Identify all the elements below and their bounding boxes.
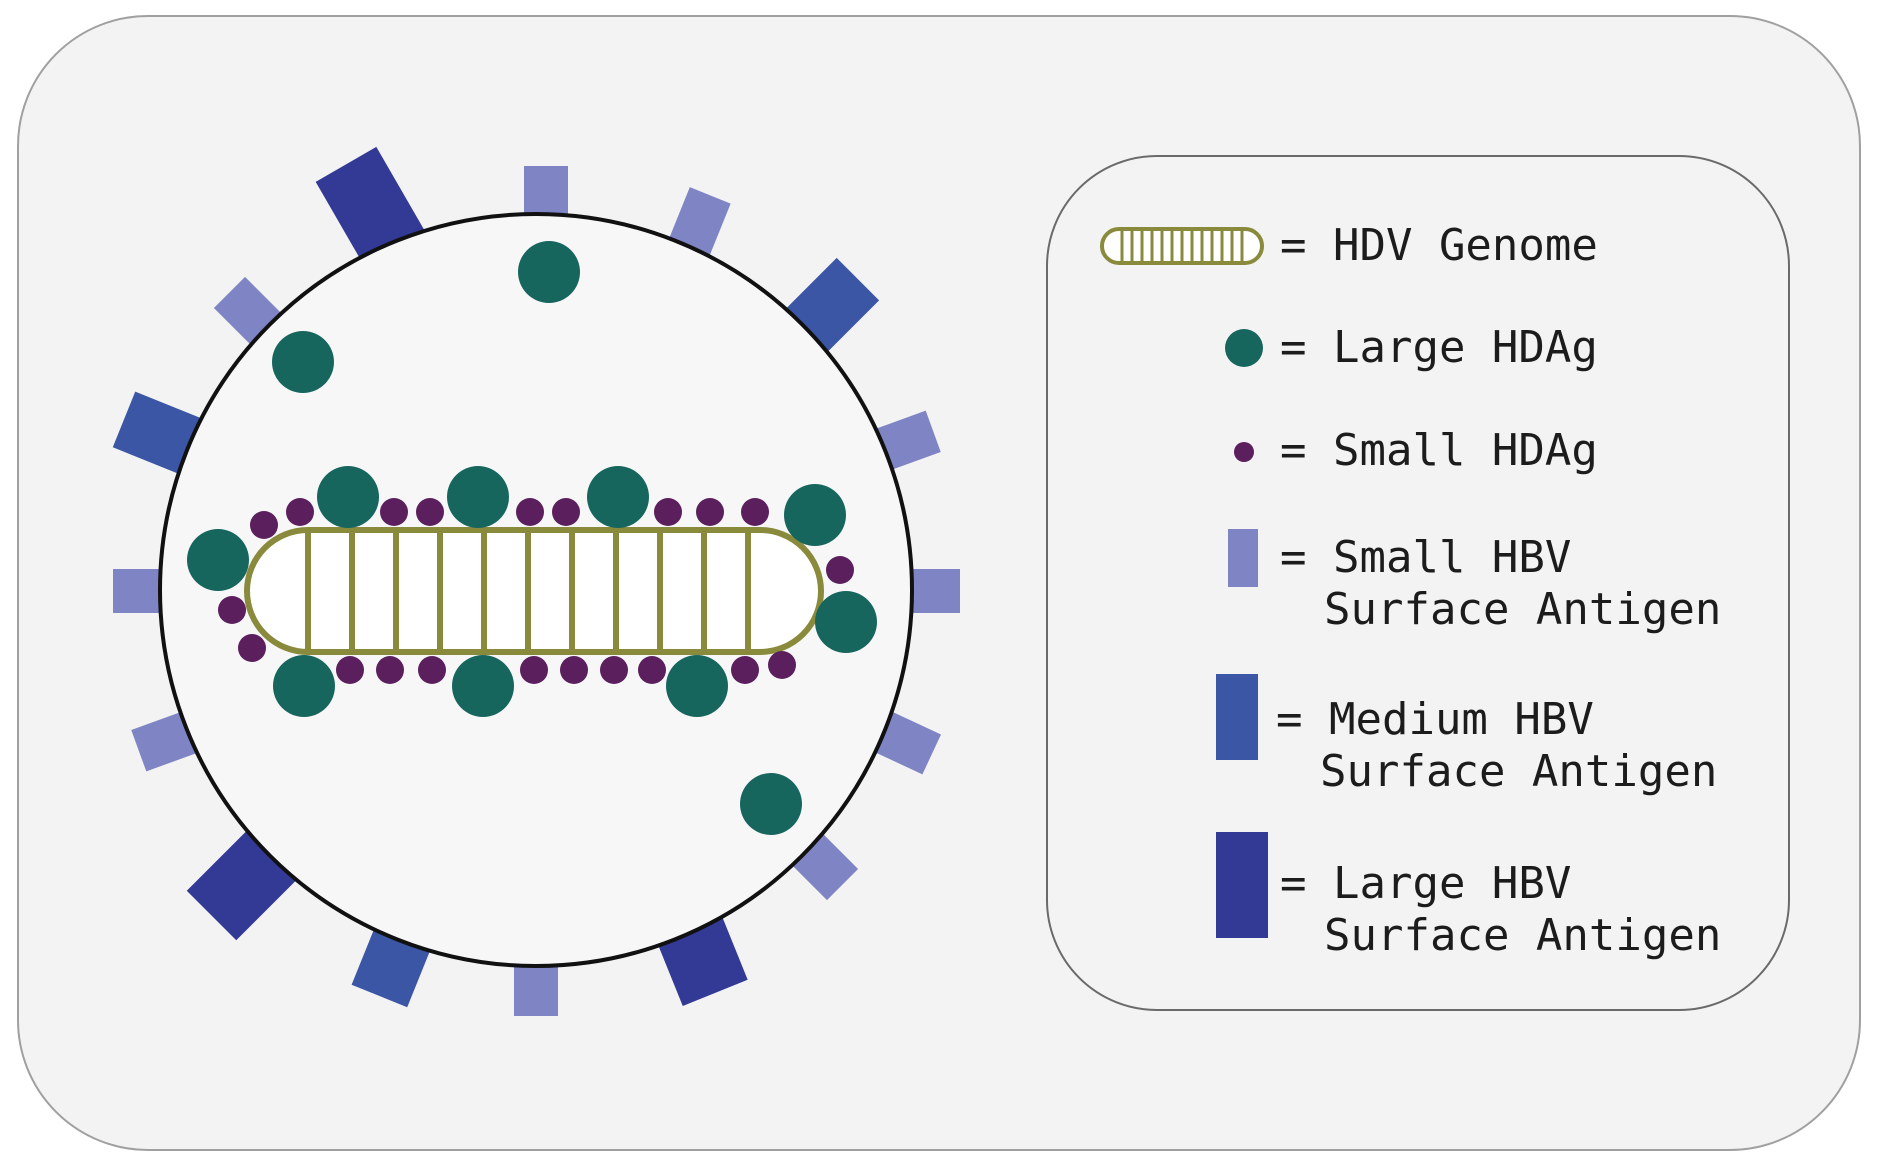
virion [112,146,960,1016]
wide-bar-icon [1216,832,1268,938]
legend-item-large-hbv: = Large HBV Surface Antigen [1216,832,1721,961]
large-hdag-circle [815,591,877,653]
small-hdag-dot [416,498,444,526]
legend-label-large-hdag: = Large HDAg [1280,322,1598,373]
small-hdag-dot [560,656,588,684]
genome-outline [244,527,824,655]
large-hdag-circle [740,773,802,835]
large-circle-icon [1225,329,1263,367]
legend-label-medium-hbv-line1: = Medium HBV [1276,694,1594,745]
large-hdag-circle [587,466,649,528]
legend-label-large-hbv-line2: Surface Antigen [1324,910,1721,961]
small-hdag-dot [696,498,724,526]
legend-label-medium-hbv-line2: Surface Antigen [1320,746,1717,797]
thin-bar-icon [1228,529,1258,587]
hdv-genome [244,527,824,655]
small-hdag-dot [516,498,544,526]
large-hdag-circle [187,529,249,591]
envelope-large-hdag [272,241,802,835]
small-hdag-dot [286,498,314,526]
large-hdag-circle [784,484,846,546]
legend-label-small-hbv-line2: Surface Antigen [1324,584,1721,635]
genome-icon [1100,227,1264,265]
legend-label-hdv-genome: = HDV Genome [1280,220,1598,271]
large-hdag-cluster [187,466,877,717]
small-hdag-dot [418,656,446,684]
small-hdag-cluster [218,498,854,684]
small-hdag-dot [826,556,854,584]
small-hdag-dot [238,634,266,662]
small-hdag-dot [638,656,666,684]
legend-label-large-hbv-line1: = Large HBV [1280,858,1571,909]
legend: = HDV Genome = Large HDAg = Small HDAg =… [1046,155,1790,1011]
legend-box [1046,155,1790,1011]
small-hdag-dot [380,498,408,526]
legend-item-small-hbv: = Small HBV Surface Antigen [1228,529,1721,635]
small-hdag-dot [600,656,628,684]
large-hdag-circle [317,466,379,528]
small-circle-icon [1234,442,1254,462]
large-hdag-circle [272,331,334,393]
small-hdag-dot [218,596,246,624]
small-hdag-dot [552,498,580,526]
large-hdag-circle [452,655,514,717]
legend-item-small-hdag: = Small HDAg [1234,425,1598,476]
small-hdag-dot [250,511,278,539]
legend-item-medium-hbv: = Medium HBV Surface Antigen [1216,674,1717,797]
large-hdag-circle [273,655,335,717]
small-hdag-dot [376,656,404,684]
small-hdag-dot [520,656,548,684]
small-hdag-dot [768,651,796,679]
large-hdag-circle [666,655,728,717]
large-hdag-circle [447,466,509,528]
large-hdag-circle [518,241,580,303]
genome-rungs [305,530,751,652]
legend-item-large-hdag: = Large HDAg [1225,322,1598,373]
legend-item-hdv-genome: = HDV Genome [1100,220,1598,271]
small-hdag-dot [741,498,769,526]
small-hdag-dot [336,656,364,684]
legend-label-small-hdag: = Small HDAg [1280,425,1598,476]
medium-bar-icon [1216,674,1258,760]
small-hdag-dot [731,656,759,684]
legend-label-small-hbv-line1: = Small HBV [1280,532,1571,583]
small-hdag-dot [654,498,682,526]
